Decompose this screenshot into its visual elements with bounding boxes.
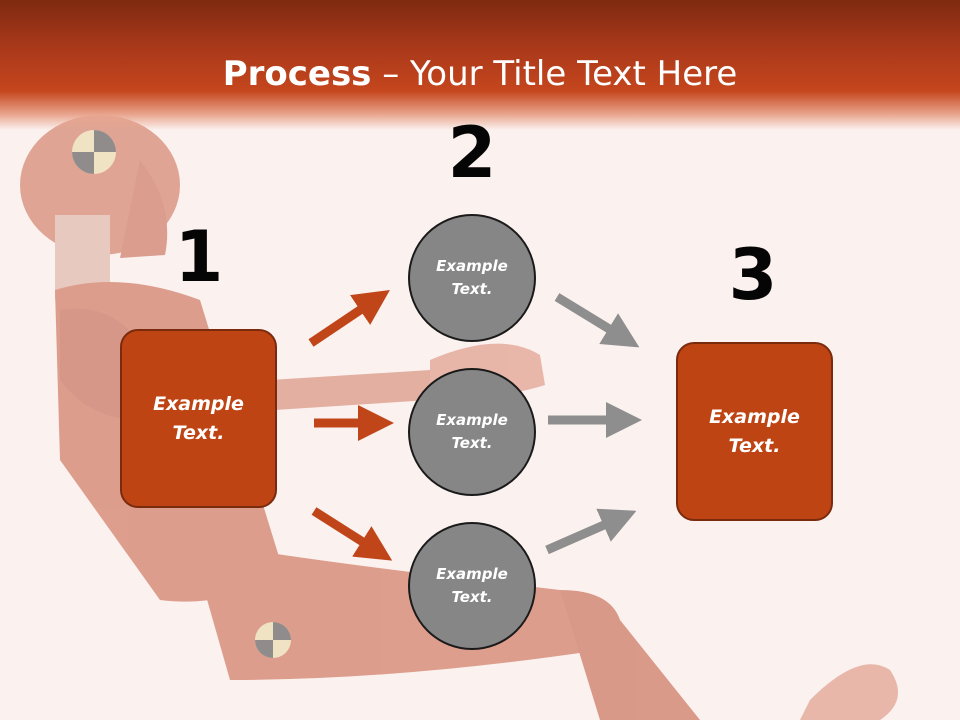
- title-banner: [0, 0, 960, 130]
- process-circle-2[interactable]: Example Text.: [408, 368, 536, 496]
- title-rest-part: – Your Title Text Here: [371, 54, 738, 94]
- process-circle-1[interactable]: Example Text.: [408, 214, 536, 342]
- circle-2-text: Example Text.: [436, 411, 508, 452]
- step-3-number: 3: [728, 234, 778, 316]
- step-2-number: 2: [447, 112, 497, 194]
- arrow-to-circle-1: [308, 289, 390, 347]
- arrow-to-circle-3: [311, 507, 393, 561]
- process-circle-3[interactable]: Example Text.: [408, 522, 536, 650]
- title-bold-part: Process: [222, 54, 372, 94]
- slide-title[interactable]: Process – Your Title Text Here: [0, 52, 960, 96]
- circle-1-text: Example Text.: [436, 257, 508, 298]
- circle-3-text: Example Text.: [436, 565, 508, 606]
- right-box-text: Example Text.: [709, 405, 800, 457]
- step-1-number: 1: [174, 216, 224, 298]
- left-box-text: Example Text.: [153, 392, 244, 444]
- right-process-box[interactable]: Example Text.: [676, 342, 833, 521]
- arrow-from-circle-3: [545, 508, 637, 555]
- left-process-box[interactable]: Example Text.: [120, 329, 277, 508]
- arrow-from-circle-1: [554, 293, 640, 348]
